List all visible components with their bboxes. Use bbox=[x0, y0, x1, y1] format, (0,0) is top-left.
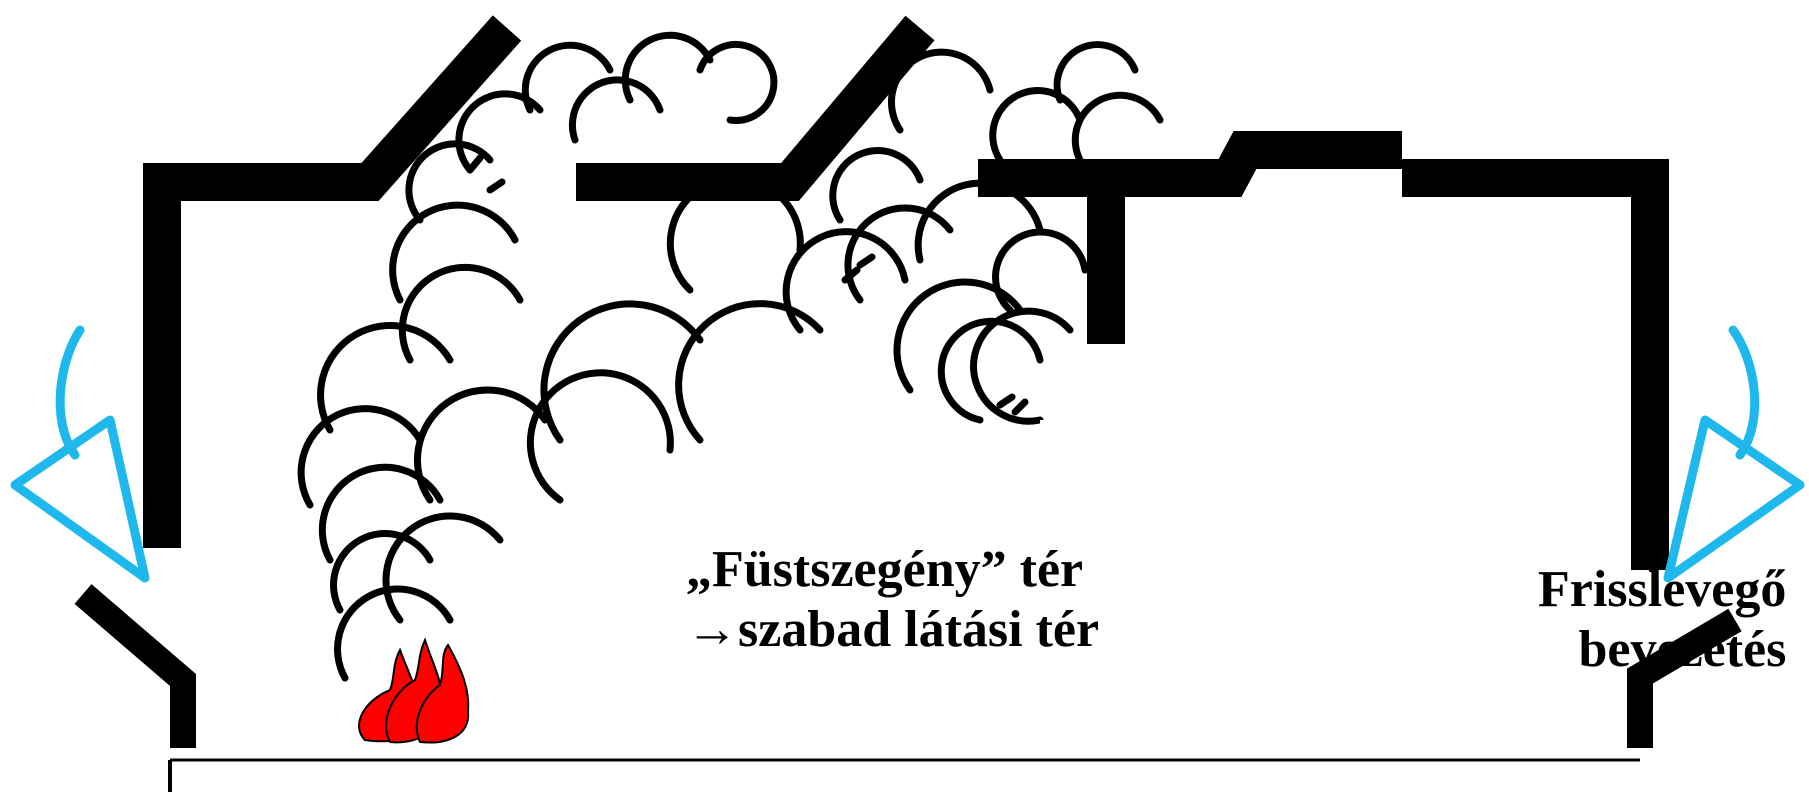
smoke-cloud bbox=[398, 263, 524, 364]
left-inlet-louvre bbox=[74, 584, 196, 748]
smoke-cloud bbox=[526, 369, 674, 504]
left-airflow-arrow-stem bbox=[55, 325, 85, 460]
smoke-cloud bbox=[382, 512, 504, 624]
smoke-cloud bbox=[568, 76, 664, 144]
left-airflow-arrowhead bbox=[10, 415, 150, 583]
smoke-cloud bbox=[1071, 91, 1164, 164]
smoke-cloud bbox=[992, 228, 1089, 314]
smoke-cloud bbox=[1053, 41, 1139, 104]
right-airflow-arrowhead bbox=[1663, 415, 1805, 583]
smoke-cloud bbox=[413, 386, 549, 504]
smoke-cloud bbox=[937, 317, 1044, 424]
lower-wall-openings bbox=[74, 584, 1742, 748]
smoke-free-zone-mask bbox=[1040, 420, 1600, 672]
fresh-air-subtitle: bevezetés bbox=[1578, 621, 1787, 678]
right-airflow-arrow-stem bbox=[1728, 325, 1760, 460]
smoke-cloud bbox=[696, 40, 778, 124]
smoke-cloud bbox=[334, 585, 454, 682]
smoke-cloud bbox=[330, 530, 434, 614]
building-outline bbox=[143, 15, 1669, 570]
smoke-cloud bbox=[782, 228, 909, 334]
curved-arrow-icon bbox=[1663, 325, 1805, 583]
right-inlet-louvre bbox=[1627, 608, 1742, 748]
smoke-plume bbox=[297, 31, 1164, 682]
smoke-cloud bbox=[521, 41, 614, 114]
smoke-cloud bbox=[297, 405, 424, 509]
smoke-cloud bbox=[914, 179, 1044, 264]
right-roof-and-wall bbox=[1402, 159, 1669, 570]
smoke-cloud bbox=[887, 48, 994, 134]
smoke-cloud bbox=[666, 174, 804, 294]
curved-arrow-icon bbox=[10, 325, 150, 583]
smoke-cloud bbox=[989, 87, 1084, 164]
smoke-cloud bbox=[829, 147, 924, 224]
smoke-poor-zone-label: „Füstszegény” tér →szabad látási tér bbox=[686, 540, 1099, 660]
smoke-cloud bbox=[389, 201, 519, 304]
smoke-free-zone-mask bbox=[676, 452, 1096, 672]
smoke-cloud bbox=[621, 31, 714, 104]
smoke-wisp bbox=[996, 393, 1029, 416]
smoke-free-zone-mask bbox=[1130, 352, 1610, 432]
smoke-free-zone-mask bbox=[1125, 240, 1625, 360]
flame-icon bbox=[358, 637, 470, 744]
smoke-wisp bbox=[466, 154, 876, 284]
left-roof-and-wall bbox=[143, 15, 522, 548]
smoke-cloud bbox=[970, 307, 1074, 425]
smoke-cloud bbox=[405, 140, 494, 224]
smoke-poor-zone-title: „Füstszegény” tér bbox=[686, 541, 1084, 598]
middle-roof-sawtooth bbox=[576, 15, 935, 201]
fresh-air-title: Frisslevegő bbox=[1538, 561, 1787, 618]
free-visibility-zone-text: →szabad látási tér bbox=[686, 601, 1100, 658]
right-roof-step bbox=[978, 131, 1402, 197]
smoke-cloud bbox=[317, 322, 454, 434]
fresh-air-intake-label: Frisslevegő bevezetés bbox=[1538, 560, 1786, 680]
